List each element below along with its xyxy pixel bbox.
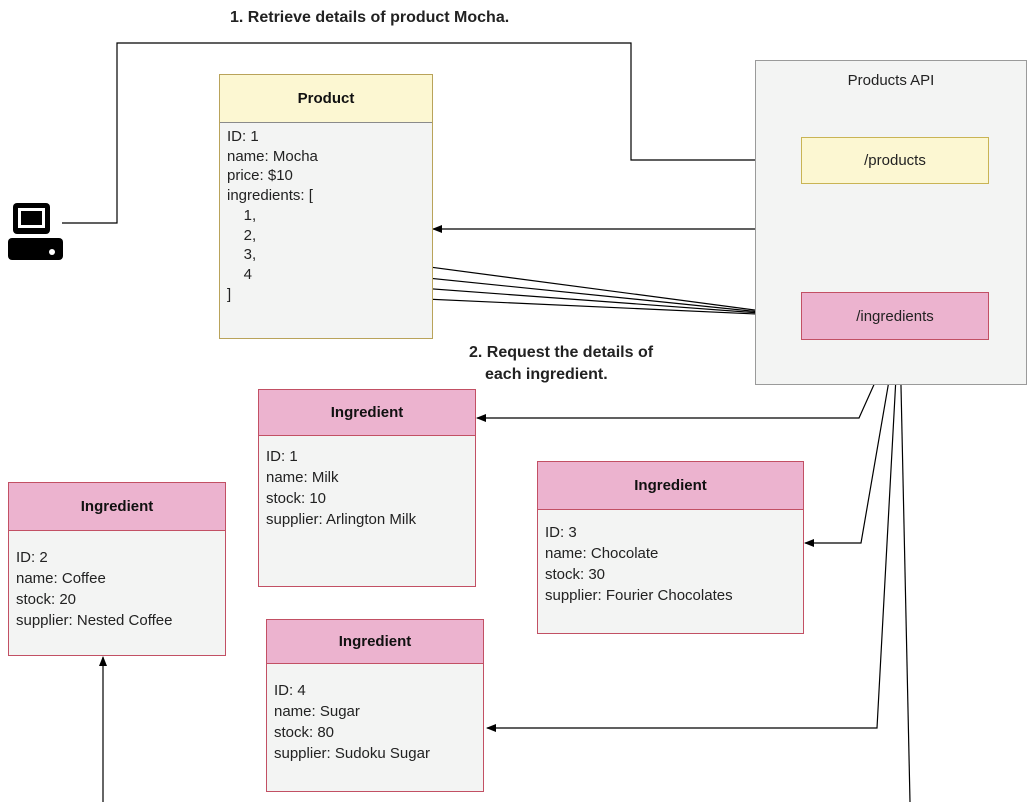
product-ingredient-id: 3, bbox=[227, 246, 257, 264]
product-ingredient-id: 1, bbox=[227, 206, 257, 224]
ingredient-card-body: ID: 1 name: Milk stock: 10 supplier: Arl… bbox=[259, 436, 475, 535]
ingredient-card-header: Ingredient bbox=[267, 620, 483, 664]
ingredient-supplier: supplier: Fourier Chocolates bbox=[545, 587, 733, 604]
product-ingredient-id: 4 bbox=[227, 265, 253, 283]
ingredient-id: ID: 4 bbox=[274, 682, 306, 699]
ingredient-card-body: ID: 3 name: Chocolate stock: 30 supplier… bbox=[538, 510, 803, 611]
ingredient-card-sugar: Ingredient ID: 4 name: Sugar stock: 80 s… bbox=[266, 619, 484, 792]
ingredient-supplier: supplier: Sudoku Sugar bbox=[274, 745, 430, 762]
step-2-caption-line-2: each ingredient. bbox=[485, 366, 608, 383]
ingredient-card-coffee: Ingredient ID: 2 name: Coffee stock: 20 … bbox=[8, 482, 226, 656]
ingredient-name: name: Coffee bbox=[16, 570, 106, 587]
ingredient-name: name: Milk bbox=[266, 469, 339, 486]
request-products-arrow bbox=[62, 42, 801, 224]
ingredient-card-chocolate: Ingredient ID: 3 name: Chocolate stock: … bbox=[537, 461, 804, 634]
ingredient-card-header: Ingredient bbox=[538, 462, 803, 510]
ingredient-card-header: Ingredient bbox=[9, 483, 225, 531]
product-ingredient-id: 2, bbox=[227, 226, 257, 244]
ingredient-id: ID: 3 bbox=[545, 524, 577, 541]
product-card-header: Product bbox=[220, 75, 432, 123]
ingredients-endpoint: /ingredients bbox=[801, 292, 989, 340]
ingredient-stock: stock: 80 bbox=[274, 724, 335, 741]
ingredient-card-body: ID: 4 name: Sugar stock: 80 supplier: Su… bbox=[267, 664, 483, 769]
ingredient-supplier: supplier: Arlington Milk bbox=[266, 511, 417, 528]
ingredient-stock: stock: 10 bbox=[266, 490, 327, 507]
chocolate-response-arrow bbox=[804, 339, 897, 547]
ingredient-stock: stock: 30 bbox=[545, 566, 606, 583]
products-api-title: Products API bbox=[847, 72, 935, 89]
step-2-caption-line-1: 2. Request the details of bbox=[469, 344, 654, 361]
product-card-body: ID: 1 name: Mocha price: $10 ingredients… bbox=[220, 123, 432, 309]
step-1-caption: 1. Retrieve details of product Mocha. bbox=[230, 9, 510, 26]
ingredient-card-header: Ingredient bbox=[259, 390, 475, 436]
ingredient-stock: stock: 20 bbox=[16, 591, 77, 608]
product-name: name: Mocha bbox=[227, 147, 318, 165]
ingredient-id: ID: 2 bbox=[16, 549, 48, 566]
ingredient-card-body: ID: 2 name: Coffee stock: 20 supplier: N… bbox=[9, 531, 225, 636]
products-endpoint: /products bbox=[801, 137, 989, 184]
sugar-response-arrow bbox=[486, 339, 899, 732]
product-id: ID: 1 bbox=[227, 128, 259, 145]
product-ingredients-close: ] bbox=[227, 285, 232, 303]
product-price: price: $10 bbox=[227, 167, 293, 185]
ingredient-name: name: Chocolate bbox=[545, 545, 659, 562]
product-ingredients-open: ingredients: [ bbox=[227, 187, 313, 205]
coffee-response-line bbox=[899, 339, 911, 803]
ingredient-id: ID: 1 bbox=[266, 448, 298, 465]
ingredient-name: name: Sugar bbox=[274, 703, 360, 720]
ingredient-supplier: supplier: Nested Coffee bbox=[16, 612, 173, 629]
product-card: Product ID: 1 name: Mocha price: $10 ing… bbox=[219, 74, 433, 339]
ingredient-card-milk: Ingredient ID: 1 name: Milk stock: 10 su… bbox=[258, 389, 476, 587]
computer-icon bbox=[8, 203, 63, 263]
